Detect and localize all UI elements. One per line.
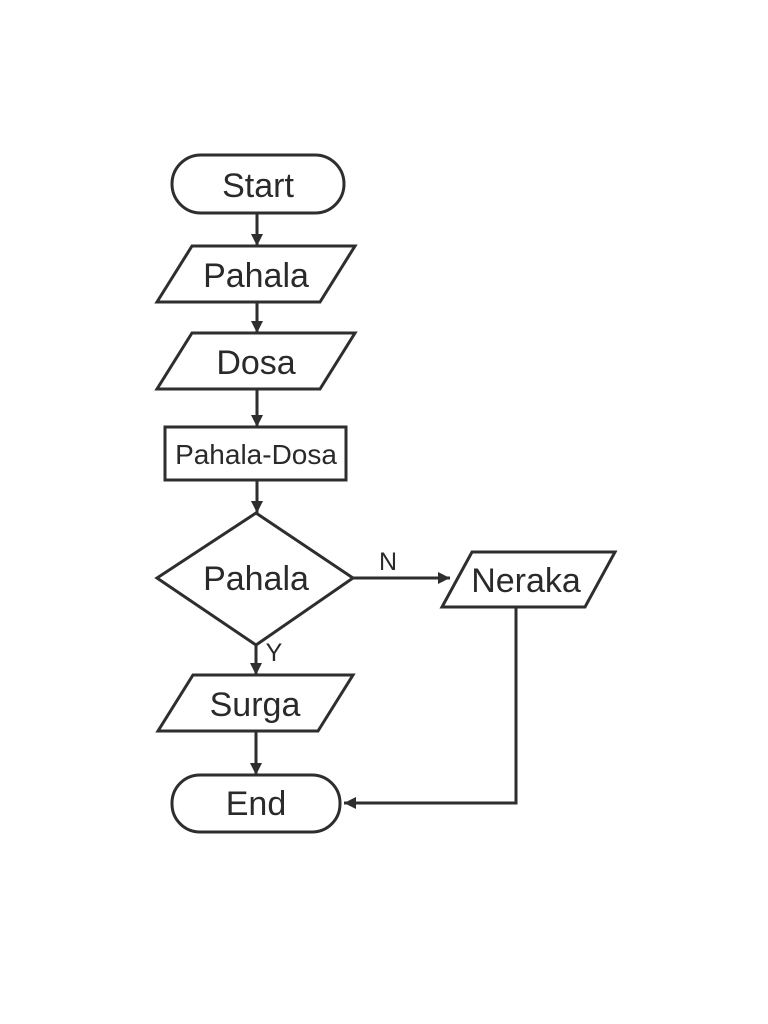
node-output-neraka-label: Neraka	[471, 562, 581, 600]
output-surga-parallelogram-shape	[155, 673, 356, 733]
start-terminator-shape	[170, 153, 346, 215]
node-input-dosa-label: Dosa	[216, 344, 295, 382]
end-terminator-shape	[170, 773, 342, 834]
node-output-surga: Surga	[155, 673, 356, 733]
node-decision-pahala: Pahala	[154, 511, 356, 647]
node-input-pahala: Pahala	[154, 244, 358, 304]
node-output-neraka: Neraka	[439, 550, 618, 609]
edge-label-no: N	[379, 548, 397, 576]
decision-diamond-shape	[154, 511, 356, 647]
node-input-pahala-label: Pahala	[203, 257, 309, 295]
input-dosa-parallelogram-shape	[154, 331, 358, 391]
output-neraka-parallelogram-shape	[439, 550, 618, 609]
node-start: Start	[170, 153, 346, 215]
edge-neraka-to-end	[344, 607, 518, 809]
process-rectangle-shape	[163, 425, 348, 482]
node-end: End	[170, 773, 342, 834]
node-start-label: Start	[222, 167, 294, 205]
node-process-label: Pahala-Dosa	[175, 439, 337, 470]
node-output-surga-label: Surga	[210, 686, 301, 724]
node-decision-label: Pahala	[203, 560, 309, 598]
node-end-label: End	[226, 785, 287, 823]
edge-label-yes: Y	[266, 639, 283, 667]
input-pahala-parallelogram-shape	[154, 244, 358, 304]
node-process-pahala-dosa: Pahala-Dosa	[163, 425, 348, 482]
node-input-dosa: Dosa	[154, 331, 358, 391]
